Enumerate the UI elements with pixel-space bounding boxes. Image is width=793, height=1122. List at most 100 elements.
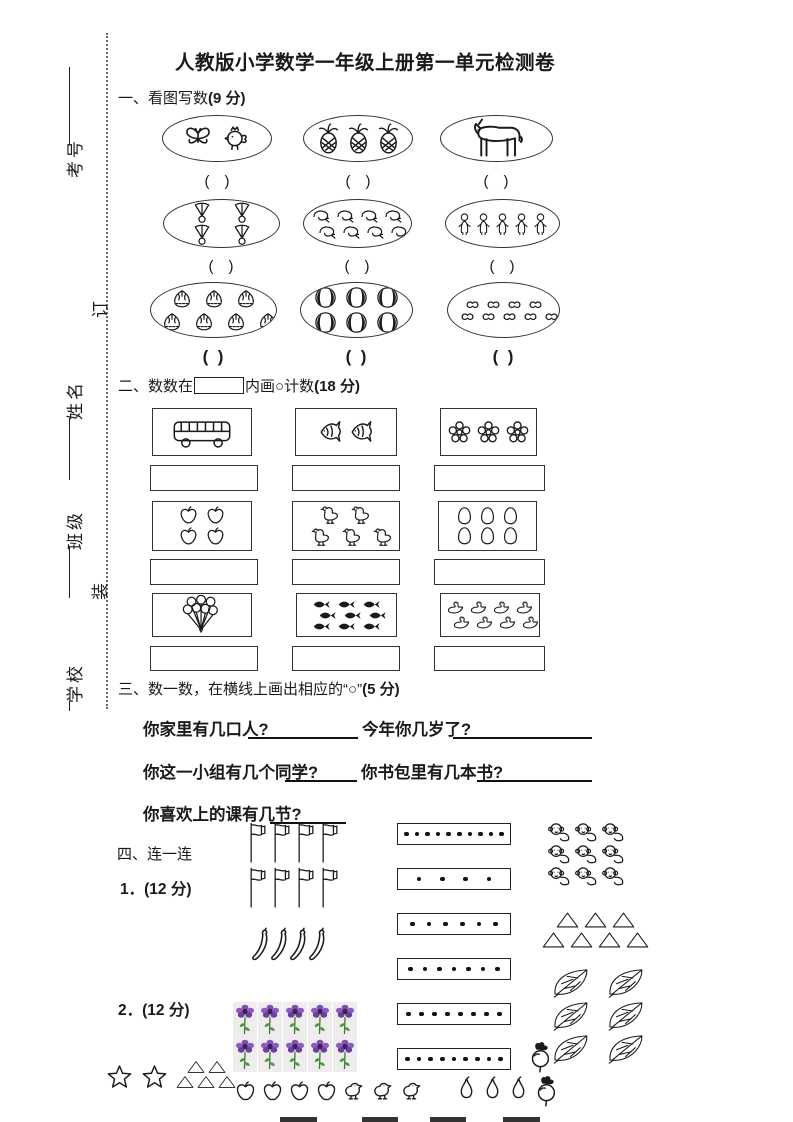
answer-box-7[interactable] <box>150 646 258 671</box>
apple-icon <box>317 1081 336 1101</box>
name-blank-line[interactable] <box>69 418 70 480</box>
answer-box-5[interactable] <box>292 559 400 585</box>
pear-icon <box>486 1076 499 1099</box>
picture-box-ducks <box>440 593 540 637</box>
section3-number: 三、 <box>118 681 149 698</box>
match-group-apples[interactable] <box>233 1080 339 1103</box>
blank-books[interactable] <box>477 780 592 782</box>
match-group-flags[interactable] <box>246 821 342 909</box>
shrimp-icon <box>391 226 408 239</box>
peanut-icon <box>545 312 558 320</box>
pineapple-icon <box>348 123 368 154</box>
match-group-radishes[interactable] <box>520 1040 562 1108</box>
leaf-icon <box>553 969 588 998</box>
dot-box-8[interactable] <box>397 1003 511 1025</box>
answer-paren-2[interactable]: ( ) <box>345 173 371 190</box>
answer-paren-5[interactable]: ( ) <box>344 258 370 275</box>
garlic-icon <box>173 289 190 307</box>
leaf-icon <box>608 1002 643 1031</box>
answer-paren-9[interactable]: ( ) <box>492 347 514 366</box>
count-dot <box>458 1011 463 1017</box>
count-dot <box>405 1056 410 1062</box>
answer-box-2[interactable] <box>292 465 400 491</box>
match-group-stars[interactable] <box>106 1064 168 1091</box>
answer-box-1[interactable] <box>150 465 258 491</box>
beachball-icon <box>346 312 367 333</box>
kid-icon <box>458 212 471 235</box>
cutoff-answer-box-2 <box>362 1117 398 1122</box>
dot-box-7[interactable] <box>397 958 511 980</box>
answer-box-9[interactable] <box>434 646 545 671</box>
count-dot <box>497 1011 502 1017</box>
count-dot <box>416 1056 422 1062</box>
flag-icon <box>274 867 290 908</box>
small-fish-icon <box>363 622 380 630</box>
shrimp-icon <box>337 210 354 223</box>
dot-box-10[interactable] <box>397 823 511 845</box>
match-group-pears[interactable] <box>455 1076 530 1104</box>
binding-char-zhuang: 装 <box>91 580 110 600</box>
answer-paren-8[interactable]: ( ) <box>345 347 367 366</box>
answer-box-3[interactable] <box>434 465 545 491</box>
count-dot <box>440 876 445 882</box>
flower-icon <box>506 420 529 442</box>
leaf-icon <box>553 1002 588 1031</box>
pineapple-icon <box>318 123 338 154</box>
small-fish-icon <box>369 611 386 619</box>
count-dot <box>422 966 428 972</box>
blank-classes[interactable] <box>270 822 346 824</box>
duck-icon <box>453 616 470 629</box>
hen-icon <box>373 528 391 546</box>
monkey-icon <box>548 867 570 886</box>
count-dot <box>488 831 494 837</box>
donkey-icon <box>473 118 523 156</box>
count-dot <box>414 831 420 837</box>
blank-age[interactable] <box>453 737 592 739</box>
dot-box-4[interactable] <box>397 868 511 890</box>
answer-box-8[interactable] <box>292 646 400 671</box>
blank-group[interactable] <box>285 780 357 782</box>
monkey-icon <box>575 845 597 864</box>
purple-flower-icon <box>308 1037 332 1072</box>
answer-paren-1[interactable]: ( ) <box>204 173 230 190</box>
count-dot <box>486 1056 492 1062</box>
hen-icon <box>351 506 369 524</box>
answer-paren-3[interactable]: ( ) <box>483 173 509 190</box>
match-group-bananas[interactable] <box>250 916 326 974</box>
small-fish-icon <box>344 611 361 619</box>
question-classes: 你喜欢上的课有几节? <box>143 806 302 824</box>
garlic-icon <box>195 312 212 330</box>
dot-box-6[interactable] <box>397 913 511 935</box>
blank-family[interactable] <box>248 737 358 739</box>
school-blank-line[interactable] <box>69 701 70 711</box>
match-group-small-triangles[interactable] <box>176 1060 236 1089</box>
answer-paren-6[interactable]: ( ) <box>489 258 515 275</box>
count-dot <box>471 1011 476 1017</box>
peanut-icon <box>529 300 541 308</box>
section4-item2-label: 2．(12 分) <box>118 1002 190 1019</box>
answer-box-4[interactable] <box>150 559 258 585</box>
duck-icon <box>493 601 510 614</box>
exam-number-blank-line[interactable] <box>69 67 70 145</box>
flag-icon <box>274 822 290 863</box>
match-group-chicks[interactable] <box>342 1078 427 1101</box>
triangle-icon <box>218 1076 236 1088</box>
match-group-leaves[interactable] <box>548 967 648 1064</box>
section1-number: 一、 <box>118 90 149 107</box>
answer-paren-7[interactable]: ( ) <box>202 347 224 366</box>
match-group-purple-flowers[interactable] <box>233 1002 357 1072</box>
oval-children <box>445 199 560 248</box>
binding-dotted-line <box>106 33 108 709</box>
answer-box-6[interactable] <box>434 559 545 585</box>
leaf-icon <box>553 1035 588 1064</box>
flag-icon <box>298 867 314 908</box>
small-fish-icon <box>338 600 355 608</box>
match-group-triangles[interactable] <box>542 911 649 949</box>
hen-icon <box>311 528 329 546</box>
answer-paren-4[interactable]: ( ) <box>208 258 234 275</box>
shrimp-icon <box>385 210 402 223</box>
class-blank-line[interactable] <box>69 546 70 598</box>
match-group-monkeys[interactable] <box>546 821 626 886</box>
dot-box-9[interactable] <box>397 1048 511 1070</box>
monkey-icon <box>575 867 597 886</box>
